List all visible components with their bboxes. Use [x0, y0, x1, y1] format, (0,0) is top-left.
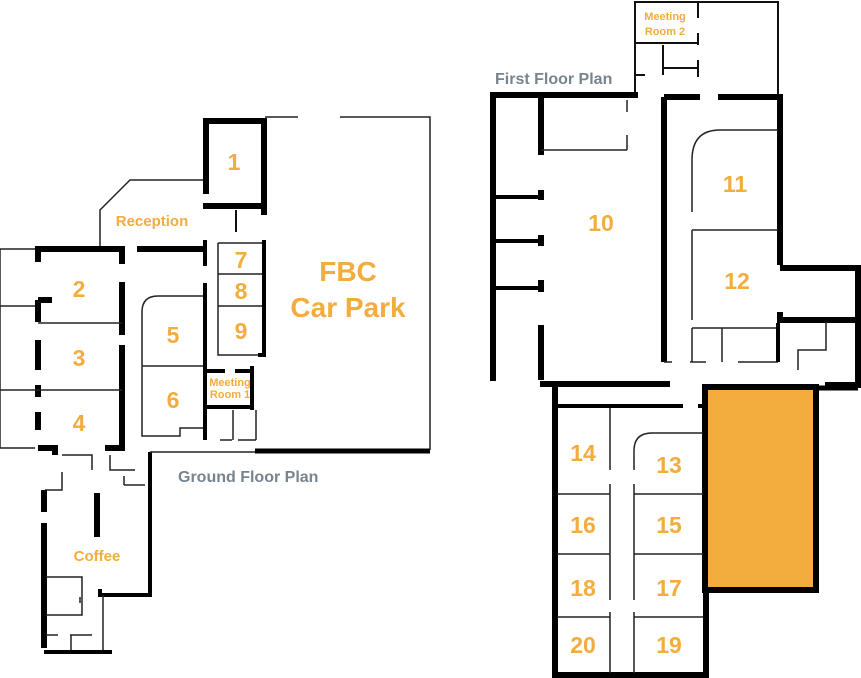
room-20-label: 20	[570, 632, 596, 658]
first-floor-plan	[490, 1, 861, 678]
highlighted-area-walls	[702, 384, 819, 593]
room-3-label: 3	[73, 345, 86, 371]
left-block-outline	[0, 248, 35, 449]
room-9-label: 9	[235, 318, 248, 344]
car-park-label-line1: FBC	[319, 256, 377, 287]
ground-floor-plan	[0, 116, 431, 654]
rooms-11-12-outer-wall	[664, 94, 783, 265]
room-12-lower-partitions	[664, 327, 778, 363]
ground-floor-title: Ground Floor Plan	[178, 469, 318, 486]
rooms-7-9-right-wall	[258, 240, 266, 357]
east-annex-divider	[777, 312, 858, 323]
east-annex-stair	[797, 322, 827, 370]
room-19-label: 19	[656, 632, 682, 658]
room-1-label: 1	[228, 149, 241, 175]
room-6-label: 6	[167, 387, 180, 413]
room-8-label: 8	[235, 278, 248, 304]
room-2-label: 2	[73, 276, 86, 302]
car-park-outline	[340, 116, 431, 450]
room-13-label: 13	[656, 452, 682, 478]
rooms-7-9-partitions	[217, 242, 264, 356]
rooms-5-6-outline	[141, 295, 205, 437]
east-annex-wall	[780, 265, 861, 388]
meeting-room-1-closets	[220, 410, 257, 441]
lower-block-corridor-right	[633, 432, 703, 673]
meeting-room-2-label-line2: Room 2	[645, 26, 685, 38]
room-18-label: 18	[570, 575, 596, 601]
room-10-alcove	[541, 100, 628, 151]
room-15-label: 15	[656, 512, 682, 538]
meeting-room-1-walls	[205, 366, 254, 410]
coffee-corner-partition	[123, 476, 145, 486]
lower-block-room-dividers	[557, 493, 703, 618]
room-4-bottom-right-wall	[105, 440, 125, 451]
reception-label: Reception	[116, 213, 189, 230]
meeting-room-2-label-line1: Meeting	[644, 11, 686, 23]
meeting-room-1-label-line1: Meeting	[209, 377, 251, 389]
coffee-lower-partitions	[46, 595, 104, 652]
rooms-2-4-dividers	[0, 305, 122, 391]
room-10-outer-wall	[490, 92, 638, 381]
room-14-label: 14	[570, 440, 596, 466]
room-17-label: 17	[656, 575, 682, 601]
room-7-label: 7	[235, 247, 248, 273]
meeting-room-2-partitions	[635, 2, 699, 77]
coffee-washroom	[46, 576, 83, 616]
room-4-label: 4	[73, 410, 86, 436]
coffee-stair-wall	[45, 472, 63, 491]
rooms-11-12-partitions	[691, 129, 778, 320]
room-10-side-partitions	[495, 195, 541, 290]
car-park-label-line2: Car Park	[290, 292, 406, 323]
first-floor-title: First Floor Plan	[495, 71, 612, 88]
coffee-right-wall	[98, 452, 152, 597]
coffee-top-partitions	[62, 454, 135, 471]
lower-block-outer-wall	[552, 386, 709, 678]
highlighted-area[interactable]	[707, 387, 813, 587]
room-12-label: 12	[724, 268, 750, 294]
room-16-label: 16	[570, 512, 596, 538]
room-1-walls	[203, 118, 267, 215]
room-11-label: 11	[723, 171, 748, 197]
coffee-label: Coffee	[74, 548, 121, 565]
room-5-label: 5	[167, 322, 180, 348]
room-4-bottom-wall	[38, 445, 58, 455]
meeting-room-2-block-outline	[634, 1, 779, 96]
room-10-label: 10	[588, 210, 614, 236]
reception-outline	[99, 179, 203, 246]
meeting-room-1-label-line2: Room 1	[210, 389, 250, 401]
